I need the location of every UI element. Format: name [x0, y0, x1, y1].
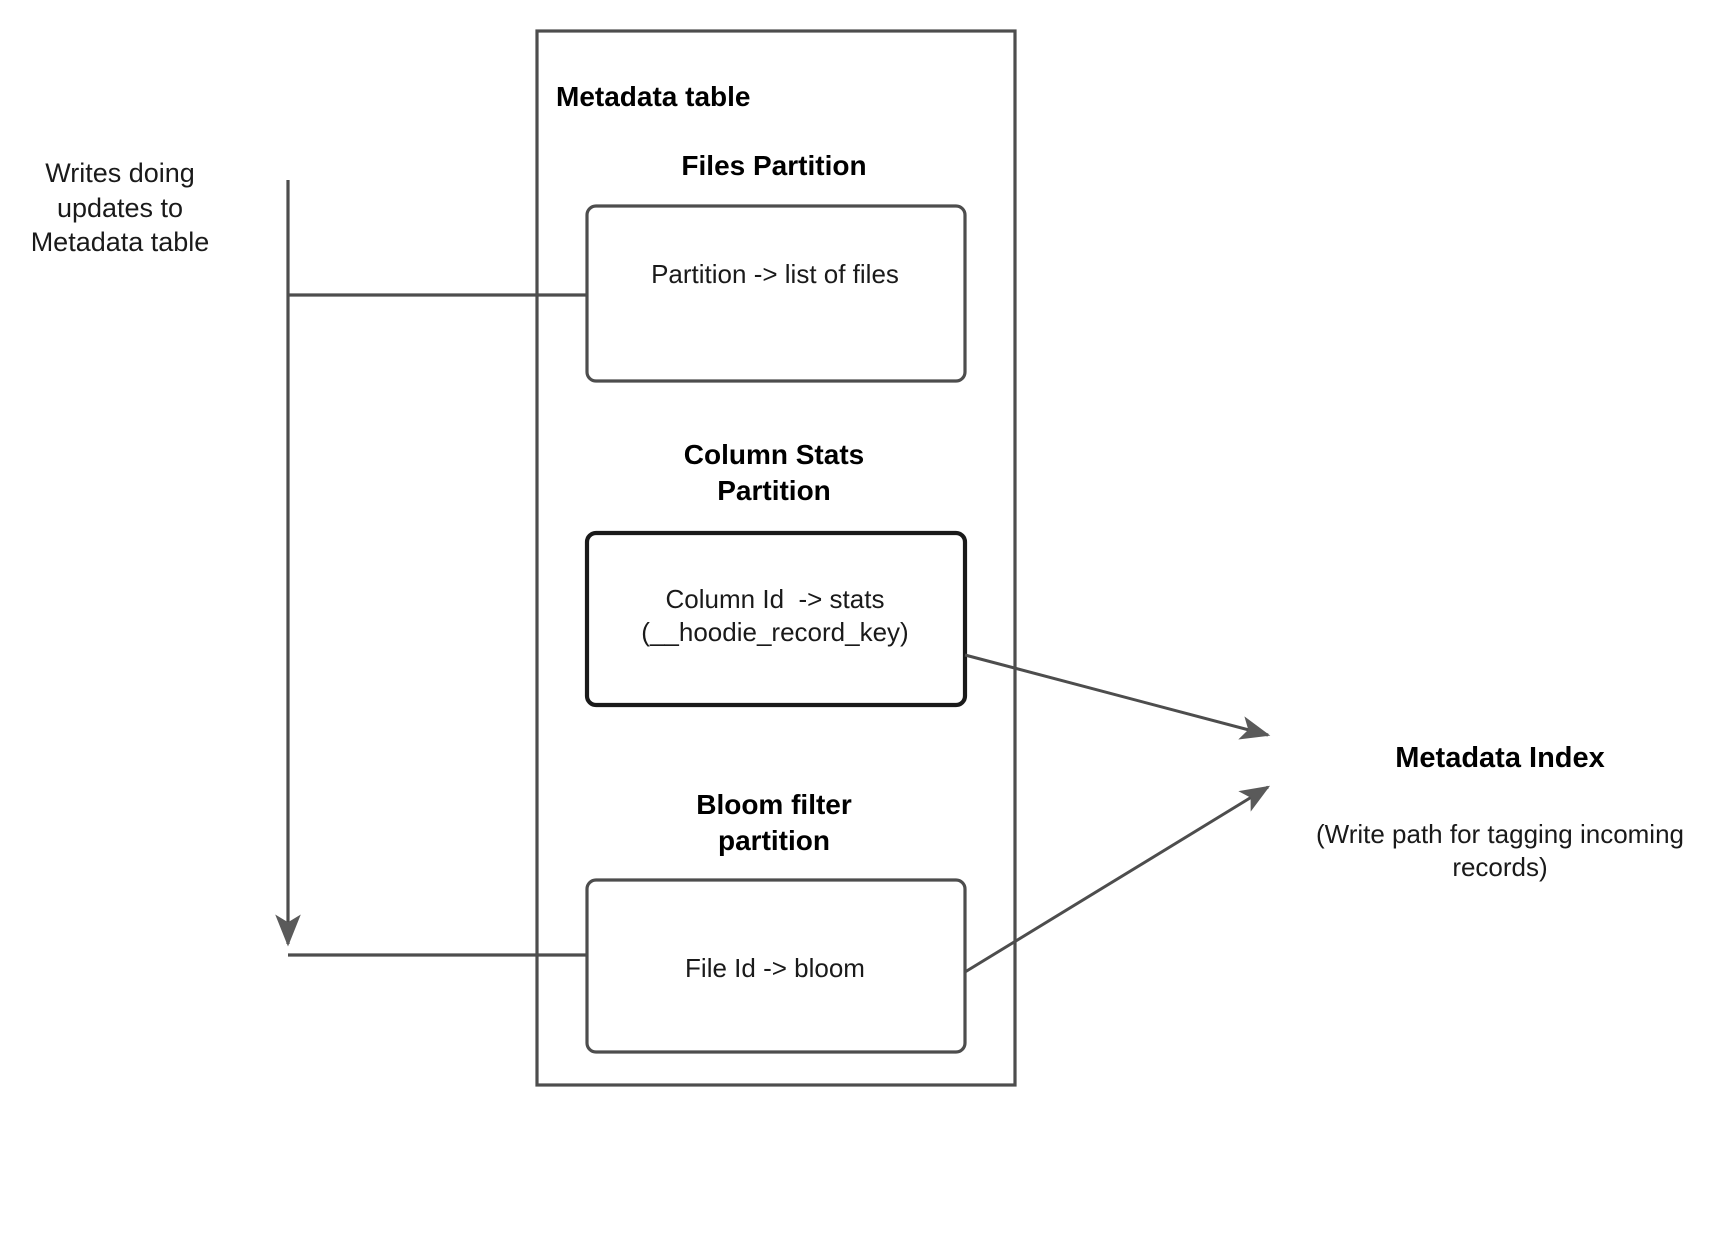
files-partition-heading: Files Partition — [681, 150, 867, 181]
bloom-filter-partition-box-label: File Id -> bloom — [685, 953, 865, 983]
writes-annotation-label: Writes doing updates to Metadata table — [30, 158, 210, 258]
column-stats-partition-heading: Column Stats Partition — [683, 439, 865, 506]
bloom-filter-partition-heading: Bloom filter partition — [696, 789, 852, 856]
metadata-table-title: Metadata table — [556, 81, 751, 112]
files-partition-box — [585, 204, 967, 383]
edge-column-stats-to-metadata-index — [964, 653, 1271, 740]
metadata-index-title: Metadata Index — [1395, 742, 1605, 774]
metadata-index-caption: (Write path for tagging incoming records… — [1315, 819, 1692, 883]
metadata-table-container — [535, 29, 1017, 1087]
column-stats-partition-box-label: Column Id -> stats (__hoodie_record_key) — [641, 584, 909, 648]
files-partition-box-label: Partition -> list of files — [651, 259, 899, 289]
edge-bloom-to-metadata-index — [964, 785, 1271, 974]
